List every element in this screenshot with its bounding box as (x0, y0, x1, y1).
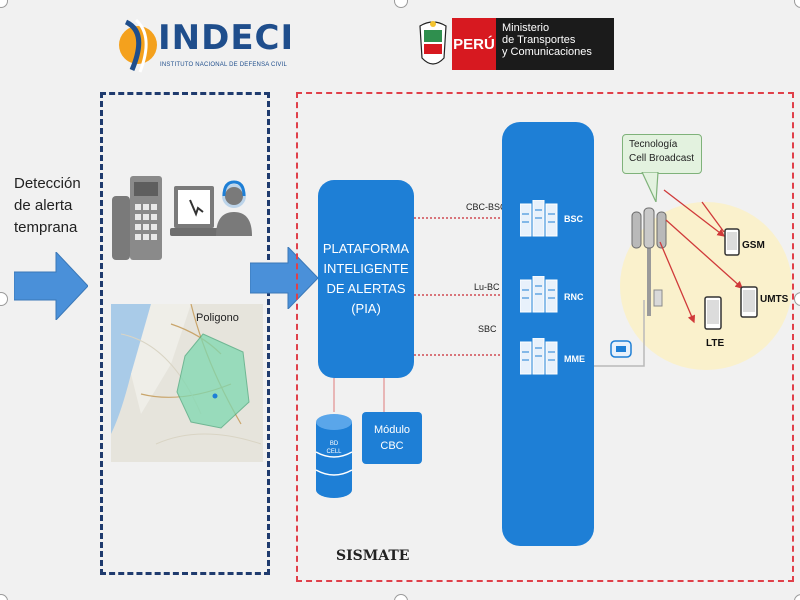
core-links (414, 217, 510, 356)
peru-coat-of-arms-icon (419, 21, 447, 65)
sismate-label: SISMATE (336, 548, 410, 564)
node-label-rnc: RNC (564, 292, 584, 302)
indeci-logo-subtitle: INSTITUTO NACIONAL DE DEFENSA CIVIL (160, 62, 288, 68)
resize-handle-bottom-left[interactable] (0, 594, 8, 600)
map-thumbnail (111, 304, 263, 462)
pia-line-3: DE ALERTAS (326, 281, 406, 296)
link-label-sbc: SBC (478, 324, 497, 334)
cbc-module-box: Módulo CBC (362, 412, 422, 464)
cbc-line-1: Módulo (373, 424, 411, 436)
resize-handle-top-left[interactable] (0, 0, 8, 8)
sismate-group-box (296, 92, 794, 582)
laptop-operator-icon (170, 180, 252, 236)
resize-handle-bottom-right[interactable] (794, 594, 800, 600)
link-label-cbc-bsc: CBC-BSC (466, 202, 507, 212)
resize-handle-bottom-center[interactable] (394, 594, 408, 600)
callout-pointer (641, 172, 659, 202)
pia-line-1: PLATAFORMA (322, 241, 410, 256)
phone-umts-icon (740, 286, 758, 318)
server-rnc-icon (520, 276, 558, 313)
pia-line-4: (PIA) (351, 301, 381, 316)
database-label-line-2: CELL (326, 449, 342, 455)
database-label: BD CELL (316, 440, 352, 456)
tech-label-umts: UMTS (760, 294, 789, 305)
input-arrow (14, 252, 88, 320)
resize-handle-middle-left[interactable] (0, 292, 8, 306)
resize-handle-top-center[interactable] (394, 0, 408, 8)
pia-input-arrow (250, 247, 318, 309)
server-bsc-icon (520, 200, 558, 237)
phone-gsm-icon (724, 228, 740, 256)
detection-label-line-3: temprana (14, 219, 78, 236)
server-mme-icon (520, 338, 558, 375)
core-network-box (502, 122, 594, 546)
ministerio-line-1: Ministerio (502, 22, 550, 34)
indeci-logo-text: INDECI (158, 18, 295, 58)
detection-label: Detección de alerta temprana (14, 173, 104, 239)
phone-lte-icon (704, 296, 722, 330)
indeci-emblem-icon (119, 18, 157, 73)
cbc-line-2: CBC (380, 440, 404, 452)
tech-label-lte: LTE (706, 338, 725, 349)
database-icon (315, 414, 353, 498)
node-label-bsc: BSC (564, 214, 584, 224)
desk-phone-icon (112, 176, 162, 260)
node-label-mme: MME (564, 354, 585, 364)
peru-logo: PERÚ (452, 18, 496, 70)
polygon-label: Poligono (196, 312, 239, 324)
detection-label-line-1: Detección (14, 175, 81, 192)
ministerio-line-3: y Comunicaciones (502, 46, 592, 58)
resize-handle-middle-right[interactable] (794, 292, 800, 306)
callout-line-1: Tecnología (629, 139, 678, 150)
tech-label-gsm: GSM (742, 240, 765, 251)
callout-line-2: Cell Broadcast (629, 153, 695, 164)
cell-broadcast-callout: Tecnología Cell Broadcast (622, 134, 702, 174)
pia-line-2: INTELIGENTE (323, 261, 409, 276)
pia-platform-box: PLATAFORMA INTELIGENTE DE ALERTAS (PIA) (318, 180, 414, 378)
ministerio-line-2: de Transportes (502, 34, 576, 46)
indeci-group-box (100, 92, 270, 575)
database-label-line-1: BD (329, 441, 339, 447)
detection-label-line-2: de alerta (14, 197, 73, 214)
link-label-lu-bc: Lu-BC (474, 282, 500, 292)
cell-tower-icon (631, 207, 667, 316)
network-card-icon (610, 340, 632, 358)
tower-uplink (594, 300, 645, 367)
broadcast-arrows (659, 189, 743, 324)
pia-database-connectors (333, 378, 385, 412)
ministerio-logo: Ministerio de Transportes y Comunicacion… (496, 18, 614, 70)
resize-handle-top-right[interactable] (794, 0, 800, 8)
